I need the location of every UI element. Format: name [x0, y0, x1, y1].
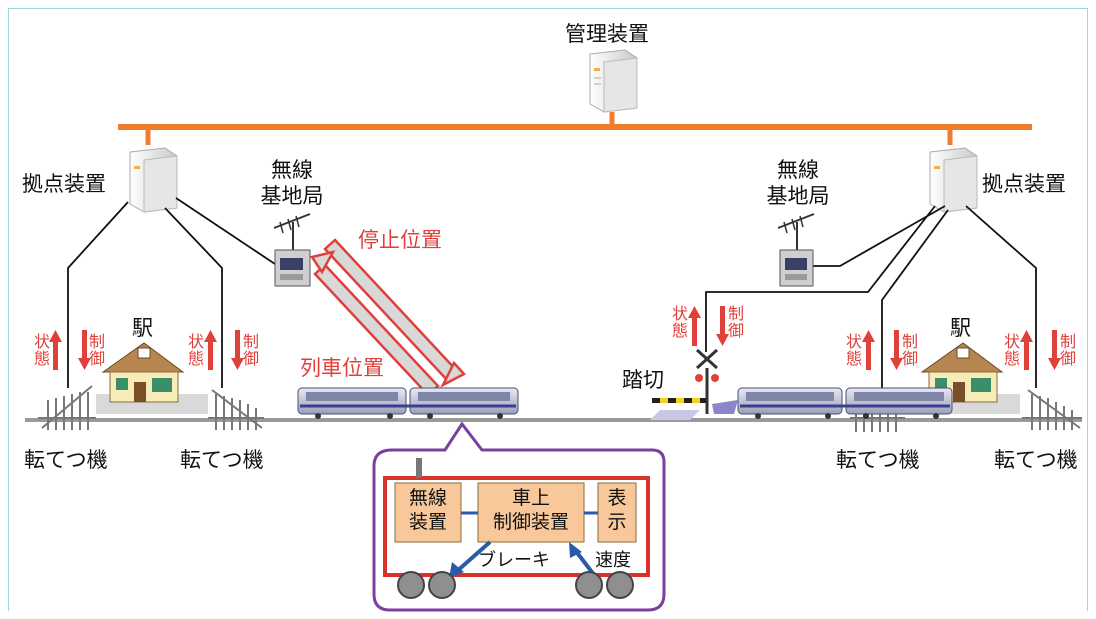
switch-left-1-icon	[38, 385, 96, 430]
switch-left-2-icon	[208, 389, 264, 430]
base-device-left-label: 拠点装置	[22, 172, 106, 196]
state-control-arrows	[49, 306, 1061, 370]
level-crossing-icon	[650, 348, 738, 420]
control-label-crossing: 制御	[728, 304, 745, 340]
state-label-crossing: 状態	[672, 304, 689, 340]
speed-label: 速度	[595, 550, 631, 571]
base-server-left-icon	[129, 147, 178, 213]
onboard-controller-label: 車上 制御装置	[492, 487, 569, 533]
radio-base-right-label-1: 無線	[777, 158, 819, 182]
radio-base-left-label-2: 基地局	[260, 184, 324, 208]
brake-label: ブレーキ	[478, 550, 550, 571]
state-label-3: 状態	[846, 332, 863, 368]
station-right-label: 駅	[950, 316, 971, 340]
onboard-display-label: 表 示	[607, 487, 627, 533]
state-label-2: 状態	[188, 332, 205, 368]
control-label-2: 制御	[243, 332, 260, 368]
radio-base-left-label-1: 無線	[271, 158, 313, 182]
control-label-1: 制御	[89, 332, 106, 368]
switch-right-2-icon	[1022, 389, 1082, 430]
train-position-label: 列車位置	[300, 356, 384, 380]
crossing-label: 踏切	[622, 368, 664, 392]
management-device-label: 管理装置	[565, 22, 649, 46]
switch-label-3: 転てつ機	[836, 448, 920, 472]
management-server-icon	[589, 49, 638, 113]
control-label-3: 制御	[902, 332, 919, 368]
switch-label-2: 転てつ機	[180, 448, 264, 472]
state-label-4: 状態	[1004, 332, 1021, 368]
onboard-radio-label: 無線 装置	[408, 487, 447, 533]
switch-label-4: 転てつ機	[994, 448, 1078, 472]
control-label-4: 制御	[1060, 332, 1077, 368]
station-left-icon	[101, 342, 185, 403]
figure-frame	[8, 8, 1088, 611]
train-left-icon	[297, 387, 519, 419]
base-device-right-label: 拠点装置	[982, 172, 1066, 196]
base-server-right-icon	[929, 147, 978, 213]
stop-position-label: 停止位置	[358, 228, 442, 252]
network-bus	[118, 112, 1032, 145]
radio-base-right-label-2: 基地局	[766, 184, 830, 208]
switch-label-1: 転てつ機	[24, 448, 108, 472]
state-label-1: 状態	[34, 332, 51, 368]
radio-base-station-left-icon	[273, 213, 311, 287]
stop-position-arrow	[323, 238, 467, 388]
station-left-label: 駅	[132, 316, 153, 340]
wiring	[67, 197, 1037, 388]
train-right-icon	[737, 387, 953, 419]
radio-base-station-right-icon	[777, 213, 815, 287]
onboard-callout	[372, 421, 666, 612]
